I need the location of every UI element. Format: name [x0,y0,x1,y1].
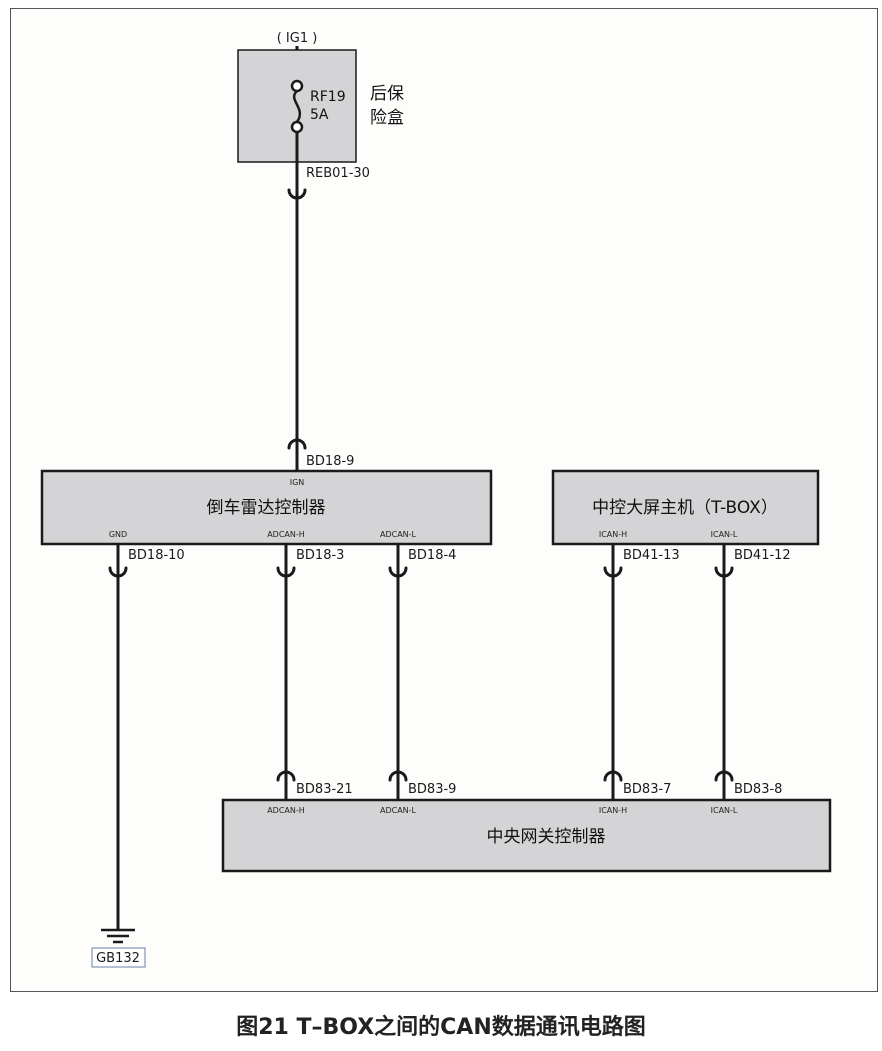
gateway-pin-adcan-l: ADCAN-L [380,806,417,815]
connector-bd41-12 [714,566,734,578]
gateway-pin-adcan-h: ADCAN-H [267,806,305,815]
connector-bd41-13 [603,566,623,578]
tbox-pin-ican-l: ICAN-L [711,530,738,539]
gateway-pin-ican-l: ICAN-L [711,806,738,815]
connector-bd83-8-label: BD83-8 [734,782,782,797]
connector-bd41-12-label: BD41-12 [734,548,791,563]
radar-pin-gnd: GND [109,530,127,539]
connector-bd41-13-label: BD41-13 [623,548,680,563]
connector-bd83-9-label: BD83-9 [408,782,456,797]
connector-bd18-9 [287,438,307,450]
connector-reb01-30-label: REB01-30 [306,166,370,181]
fuse-name: RF19 [310,89,346,105]
gateway-name: 中央网关控制器 [487,827,606,847]
connector-bd83-21-label: BD83-21 [296,782,353,797]
radar-pin-adcan-h: ADCAN-H [267,530,305,539]
connector-bd83-8 [714,770,734,782]
fuse-rating: 5A [310,107,329,123]
radar-controller-name: 倒车雷达控制器 [207,498,326,518]
ignition-label: ( IG1 ) [277,31,318,46]
connector-bd18-10 [108,566,128,578]
ground-label-box [91,947,146,968]
connector-bd18-10-label: BD18-10 [128,548,185,563]
tbox-pin-ican-h: ICAN-H [599,530,627,539]
connector-bd83-21 [276,770,296,782]
figure-caption: 图21 T–BOX之间的CAN数据通讯电路图 [236,1014,646,1040]
connector-bd18-4-label: BD18-4 [408,548,456,563]
radar-pin-ign: IGN [290,478,305,487]
connector-bd18-4 [388,566,408,578]
gateway-box [221,798,832,873]
ground-icon [101,928,135,944]
connector-bd83-7-label: BD83-7 [623,782,671,797]
connector-bd18-3 [276,566,296,578]
tbox-box [551,469,820,546]
gateway-pin-ican-h: ICAN-H [599,806,627,815]
tbox-name: 中控大屏主机（T-BOX） [592,498,778,518]
connector-bd83-7 [603,770,623,782]
radar-controller-box [40,469,493,546]
fuse-rf19-symbol [290,79,304,134]
radar-pin-adcan-l: ADCAN-L [380,530,417,539]
connector-bd18-9-label: BD18-9 [306,454,354,469]
connector-bd83-9 [388,770,408,782]
fuse-box-label-line2: 险盒 [370,108,404,128]
fuse-box-label-line1: 后保 [370,84,404,104]
ground-label: GB132 [96,951,140,966]
connector-bd18-3-label: BD18-3 [296,548,344,563]
